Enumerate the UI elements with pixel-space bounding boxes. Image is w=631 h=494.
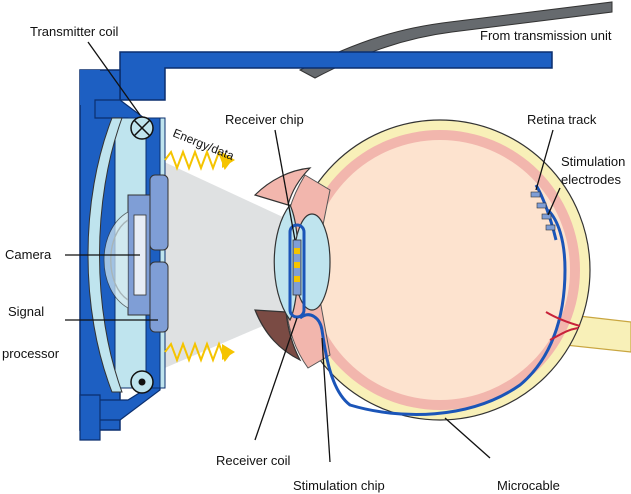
label-microcable: Microcable bbox=[497, 478, 560, 493]
microcable-path bbox=[299, 208, 567, 416]
upper-eyelid bbox=[253, 167, 312, 206]
label-signal-processor-line1: Signal bbox=[8, 304, 44, 319]
label-stimulation-chip: Stimulation chip bbox=[293, 478, 385, 493]
label-from-transmission-unit: From transmission unit bbox=[480, 28, 612, 43]
glasses-lens bbox=[87, 117, 123, 393]
receiver-coil-implant bbox=[288, 223, 306, 319]
label-stimulation-electrodes-line1: Stimulation bbox=[561, 154, 625, 169]
label-signal-processor-line2: processor bbox=[2, 346, 60, 361]
energy-wave-top bbox=[164, 149, 235, 171]
label-transmitter-coil: Transmitter coil bbox=[30, 24, 118, 39]
label-camera: Camera bbox=[5, 247, 52, 262]
label-receiver-coil: Receiver coil bbox=[216, 453, 291, 468]
vitreous-body bbox=[310, 140, 570, 400]
signal-processor bbox=[149, 174, 169, 251]
label-retina-track: Retina track bbox=[527, 112, 597, 127]
label-stimulation-electrodes-line2: electrodes bbox=[561, 172, 621, 187]
energy-wave-bottom bbox=[164, 341, 235, 363]
eye bbox=[253, 119, 631, 421]
label-receiver-chip: Receiver chip bbox=[225, 112, 304, 127]
glasses-arm bbox=[119, 51, 553, 101]
lower-eyelid bbox=[254, 309, 302, 362]
